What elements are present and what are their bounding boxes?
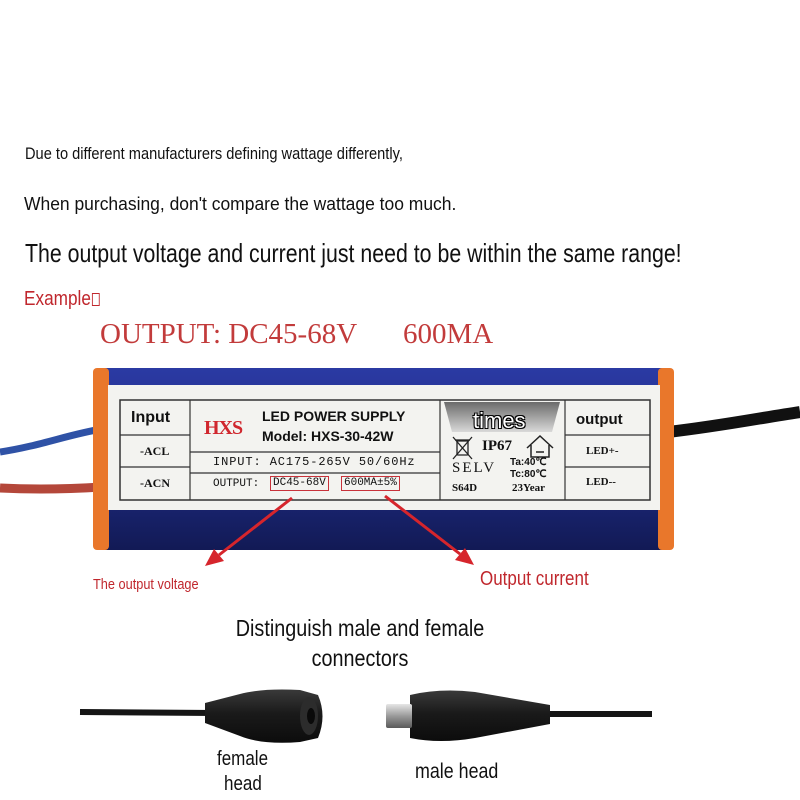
case-temp: Tc:80℃ <box>510 469 547 480</box>
product-code: S64D <box>452 482 478 494</box>
output-voltage-box: DC45-68V <box>270 476 329 491</box>
note-line-1: Due to different manufacturers defining … <box>25 145 464 163</box>
label-sticker <box>108 385 660 510</box>
annotation-text: Output current <box>480 568 589 590</box>
caption-text: head <box>224 773 262 795</box>
lifetime: 23Year <box>512 482 545 494</box>
output-pin-negative: LED-- <box>586 476 616 488</box>
ambient-temp: Ta:40℃ <box>510 457 547 468</box>
black-output-wire <box>667 406 800 438</box>
weee-bin-icon <box>452 436 473 460</box>
indoor-use-icon <box>526 434 554 458</box>
male-connector <box>386 690 652 741</box>
input-pin-acn: -ACN <box>140 476 170 490</box>
caption-text: female <box>217 748 269 770</box>
title-text: connectors <box>311 645 409 671</box>
red-input-wire <box>0 482 103 494</box>
label-frame <box>119 399 651 501</box>
note-text: The output voltage and current just need… <box>25 238 682 268</box>
input-header: Input <box>131 409 171 426</box>
headline-voltage: OUTPUT: DC45-68V <box>100 318 358 350</box>
brand-logo: HXS <box>204 417 243 439</box>
watermark-overlay <box>444 402 560 432</box>
note-line-3: The output voltage and current just need… <box>25 240 800 266</box>
title-text: Distinguish male and female <box>235 615 485 641</box>
blue-input-wire <box>0 425 103 456</box>
female-caption-line-2: head <box>224 774 269 794</box>
male-caption: male head <box>415 761 513 782</box>
note-line-2: When purchasing, don't compare the watta… <box>24 195 470 214</box>
caption-text: male head <box>415 760 499 783</box>
example-text: Example <box>24 288 91 310</box>
current-annotation: Output current <box>480 569 608 589</box>
selv-mark: SELV <box>452 460 497 476</box>
input-pin-acl: -ACL <box>140 444 170 458</box>
missing-glyph-box <box>91 293 100 306</box>
input-spec: INPUT: AC175-265V 50/60Hz <box>213 455 416 469</box>
headline-current: 600MA <box>403 318 494 350</box>
output-pin-positive: LED+- <box>586 445 619 457</box>
female-connector <box>79 689 323 743</box>
output-prefix: OUTPUT: <box>213 478 260 490</box>
voltage-annotation: The output voltage <box>93 577 217 593</box>
note-text: Due to different manufacturers defining … <box>25 144 403 163</box>
connectors-title-line-2: connectors <box>160 647 560 670</box>
ip-rating: IP67 <box>482 438 512 454</box>
left-end-cap <box>93 368 109 550</box>
female-caption-line-1: female <box>217 749 277 769</box>
red-arrow-icon <box>384 494 474 565</box>
right-end-cap <box>658 368 674 550</box>
label-title: LED POWER SUPPLY <box>262 408 406 424</box>
output-current-box: 600MA±5% <box>341 476 400 491</box>
example-label: Example <box>24 289 112 309</box>
note-text: When purchasing, don't compare the watta… <box>24 194 457 214</box>
output-header: output <box>576 411 623 428</box>
red-arrow-icon <box>205 496 293 566</box>
connectors-title-line-1: Distinguish male and female <box>160 617 560 640</box>
watermark-text: times <box>473 408 526 433</box>
label-model: Model: HXS-30-42W <box>262 428 394 444</box>
annotation-text: The output voltage <box>93 576 199 593</box>
